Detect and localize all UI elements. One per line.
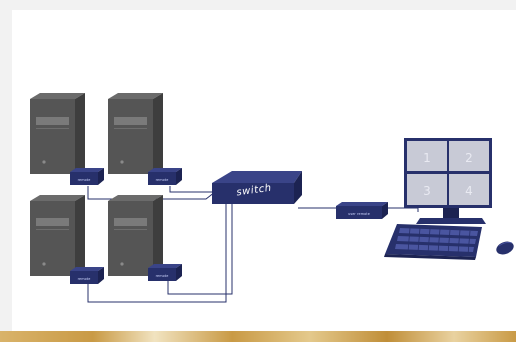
computer-tower-2 — [108, 93, 163, 174]
remote-label: remote — [156, 178, 169, 182]
cable-user-remote-to-monitor — [388, 207, 419, 212]
screen-number-4: 4 — [465, 184, 473, 198]
screen-number-2: 2 — [465, 151, 473, 165]
remote-label: remote — [78, 277, 91, 281]
remote-unit-3: remote — [70, 267, 104, 284]
monitor-stand — [416, 218, 486, 224]
computer-tower-4 — [108, 195, 163, 276]
monitor-neck — [443, 208, 459, 218]
screen-tile-3 — [407, 174, 447, 205]
keyboard-icon — [384, 224, 482, 260]
remote-label: remote — [78, 178, 91, 182]
cables — [87, 184, 419, 303]
screen-number-3: 3 — [423, 184, 431, 198]
keyboard-keys — [395, 228, 478, 252]
remote-label: remote — [156, 274, 169, 278]
computer-tower-3 — [30, 195, 85, 276]
switch-unit: switch — [212, 171, 302, 204]
bottom-background-strip — [0, 331, 516, 342]
cable-remote-2-to-switch — [169, 184, 216, 193]
switch-label: switch — [236, 183, 273, 199]
remote-unit-1: remote — [70, 168, 104, 185]
user-remote-unit: user remote — [336, 202, 388, 219]
user-remote-label: user remote — [348, 212, 370, 216]
screen-tile-2 — [449, 141, 489, 171]
remote-unit-4: remote — [148, 264, 182, 281]
screen-tile-4 — [449, 174, 489, 205]
remote-unit-2: remote — [148, 168, 182, 185]
cable-remote-4-to-switch — [167, 204, 233, 295]
screen-tile-1 — [407, 141, 447, 171]
cable-remote-3-to-switch — [87, 204, 227, 303]
computer-tower-1 — [30, 93, 85, 174]
monitor: 1 2 3 4 — [404, 138, 492, 224]
mouse-icon — [496, 241, 514, 255]
screen-number-1: 1 — [423, 151, 431, 165]
